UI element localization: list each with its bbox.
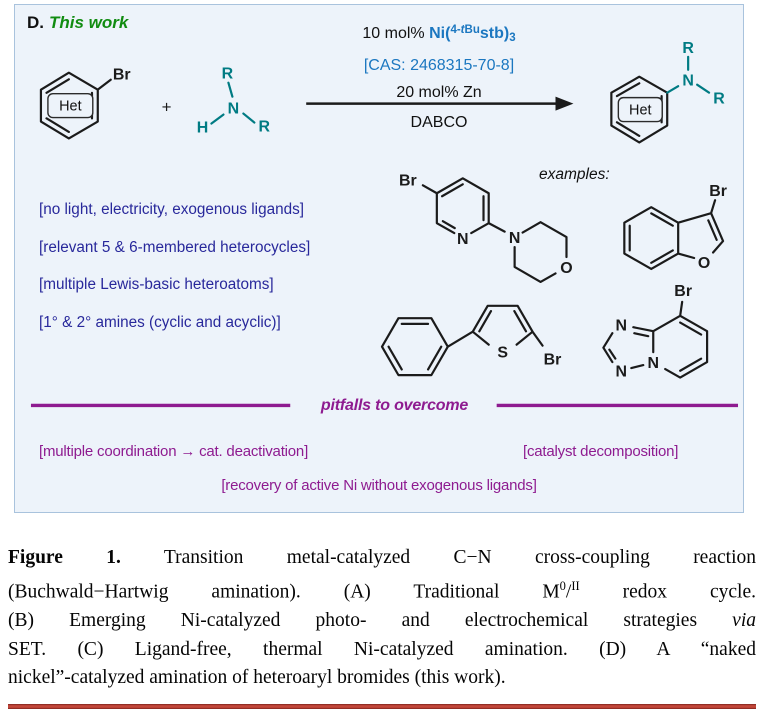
- bond: [421, 177, 568, 284]
- atom-label-n: N: [647, 355, 659, 372]
- molecule-bromopyridine-morpholine: Br N N O: [399, 172, 573, 284]
- caption-line: nickel”-catalyzed amination of heteroary…: [8, 667, 506, 689]
- catalyst-formula: Ni(4-tBustb)3: [429, 24, 516, 44]
- atom-label-o: O: [560, 260, 572, 277]
- feature-list: [no light, electricity, exogenous ligand…: [39, 191, 310, 341]
- molecule-phenyl-bromothiophene: S Br: [380, 304, 562, 377]
- atom-label-n: N: [616, 364, 628, 381]
- bond: [39, 71, 112, 140]
- atom-label-r: R: [259, 119, 271, 136]
- condition-additive: DABCO: [410, 114, 468, 131]
- molecule-bromotriazolopyridine: Br N N N: [602, 283, 709, 381]
- scheme-panel-d: Br Het + R N H R: [14, 4, 744, 513]
- double-bond: [387, 309, 528, 371]
- pitfall-item: [recovery of active Ni without exogenous…: [221, 477, 537, 494]
- arrow-head: [555, 96, 574, 111]
- het-label: Het: [59, 99, 81, 115]
- caption-line: (Buchwald−Hartwig amination). (A) Tradit…: [8, 579, 756, 603]
- reaction-scheme-svg: Br Het + R N H R: [30, 40, 739, 408]
- condition-reductant: 20 mol% Zn: [396, 84, 482, 101]
- bond: [210, 81, 256, 125]
- feature-item: [no light, electricity, exogenous ligand…: [39, 201, 305, 218]
- atom-label-br: Br: [113, 67, 131, 84]
- plus-sign: +: [162, 98, 172, 117]
- bond: [623, 199, 725, 271]
- double-bond: [608, 321, 703, 372]
- het-label: Het: [629, 103, 651, 119]
- pitfall-item: [multiple coordination → cat. deactivati…: [39, 443, 309, 460]
- atom-label-h: H: [197, 120, 209, 137]
- bottom-rule: [8, 704, 756, 709]
- pitfall-item: [catalyst decomposition]: [523, 443, 679, 460]
- double-bond: [628, 212, 718, 264]
- caption-via: via: [732, 610, 756, 632]
- molecule-amine: R N H R: [197, 66, 271, 137]
- feature-item: [1° & 2° amines (cyclic and acyclic)]: [39, 313, 281, 331]
- atom-label-br: Br: [674, 283, 692, 300]
- reaction-conditions: 10 mol% Ni(4-tBustb)3 [CAS: 2468315-70-8…: [308, 17, 570, 106]
- atom-label-n: N: [457, 231, 469, 248]
- atom-label-r: R: [713, 91, 725, 108]
- atom-label-n: N: [228, 101, 240, 118]
- het-box: [617, 96, 663, 123]
- atom-label-o: O: [698, 255, 710, 272]
- atom-label-s: S: [497, 345, 508, 362]
- atom-label-n: N: [509, 230, 521, 247]
- caption-line: SET. (C) Ligand-free, thermal Ni-catalyz…: [8, 638, 756, 660]
- atom-label-r: R: [222, 66, 234, 83]
- feature-item: [relevant 5 & 6-membered heterocycles]: [39, 238, 311, 256]
- panel-title: This work: [49, 13, 129, 32]
- molecule-product-aminated: Het N R R: [610, 40, 725, 144]
- panel-heading: D. This work: [27, 13, 128, 33]
- figure-caption: Figure 1. Transition metal-catalyzed C−N…: [8, 544, 756, 693]
- atom-label-br: Br: [544, 352, 562, 369]
- feature-item: [multiple Lewis-basic heteroatoms]: [39, 276, 274, 294]
- panel-letter: D.: [27, 13, 44, 32]
- bond: [602, 300, 709, 379]
- bond: [666, 55, 711, 94]
- bond: [380, 304, 544, 377]
- reaction-arrow: [306, 96, 574, 111]
- condition-cas-number: [CAS: 2468315-70-8]: [363, 57, 515, 74]
- examples-label: examples:: [539, 166, 610, 183]
- caption-line: (B) Emerging Ni-catalyzed photo- and ele…: [8, 610, 756, 632]
- atom-label-r: R: [682, 40, 694, 57]
- condition-catalyst: 10 mol% Ni(4-tBustb)3: [308, 17, 570, 52]
- atom-label-n: N: [682, 73, 694, 90]
- molecule-heteroaryl-bromide: Br Het: [39, 67, 131, 140]
- atom-label-n: N: [616, 318, 628, 335]
- het-box: [47, 92, 94, 119]
- catalyst-loading: 10 mol%: [362, 25, 430, 42]
- caption-figure-label: Figure 1.: [8, 547, 121, 568]
- atom-label-br: Br: [709, 183, 727, 200]
- caption-line: Figure 1. Transition metal-catalyzed C−N…: [8, 547, 756, 568]
- double-bond: [440, 183, 485, 230]
- atom-label-br: Br: [399, 172, 417, 189]
- molecule-bromobenzofuran: Br O: [623, 183, 727, 272]
- pitfalls-header: pitfalls to overcome: [320, 397, 469, 414]
